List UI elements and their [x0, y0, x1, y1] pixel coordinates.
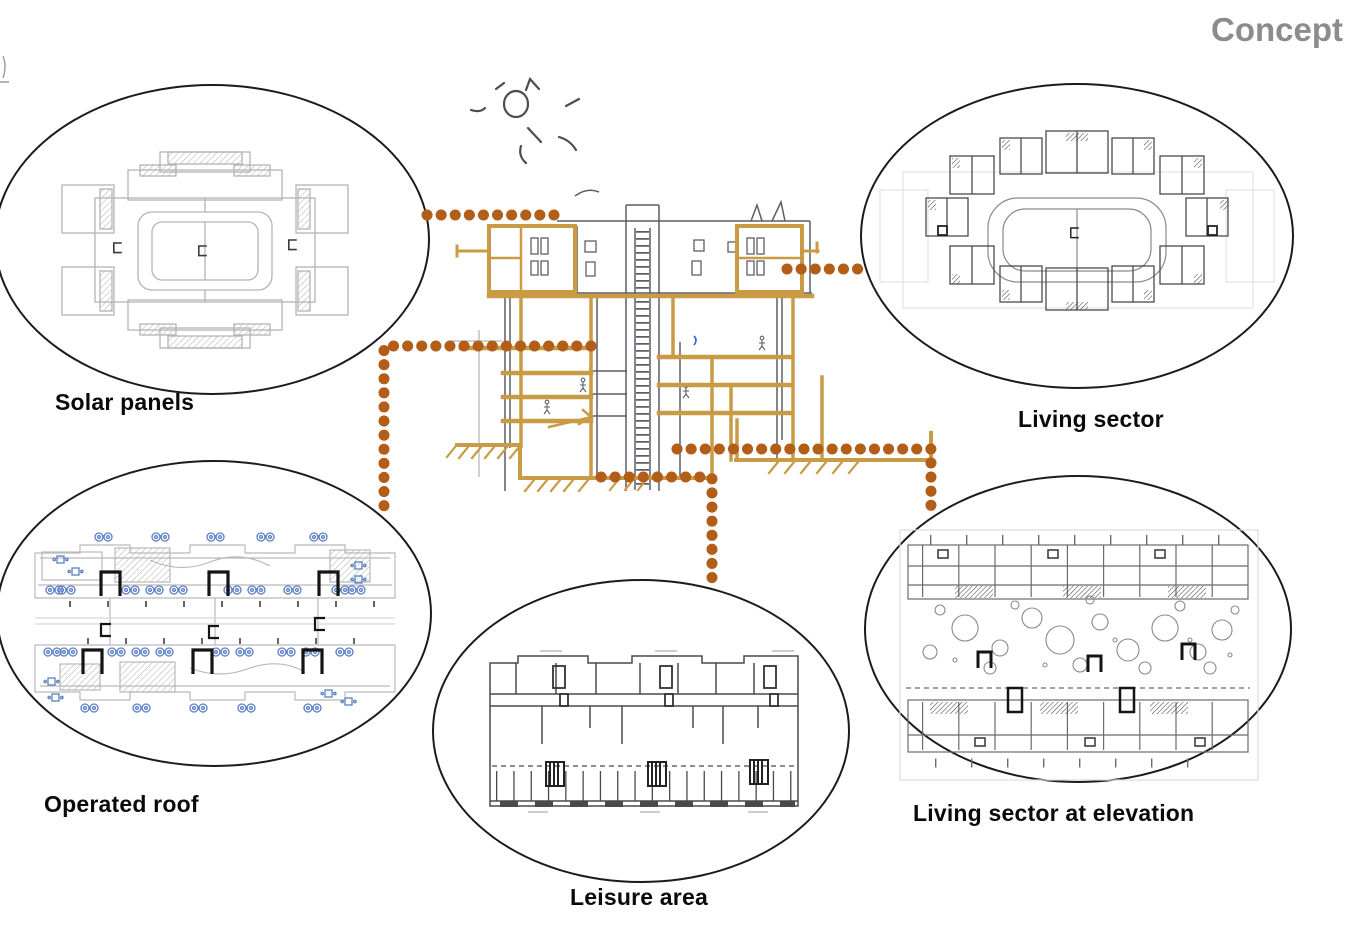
- blue-pen-mark: [693, 335, 697, 346]
- label-operated-roof: Operated roof: [44, 791, 199, 817]
- solar-panels-plan: [61, 151, 349, 349]
- bubble-leisure-area-ellipse: [432, 579, 850, 883]
- living-sector-elevation-plan: [899, 529, 1259, 781]
- operated-roof-plan: [34, 532, 396, 713]
- page-title: Concept: [1211, 11, 1343, 48]
- connector-leisure-area: [595, 471, 718, 588]
- living-sector-plan: [879, 130, 1275, 311]
- connector-operated-roof: [378, 340, 597, 524]
- courtyard-trees: [922, 595, 1240, 675]
- label-living-sector: Living sector: [1018, 406, 1164, 432]
- connector-living-sector-elevation: [671, 443, 937, 522]
- bubble-solar-panels-ellipse: [0, 84, 430, 395]
- leisure-area-plan: [489, 650, 799, 813]
- label-leisure-area: Leisure area: [570, 884, 708, 910]
- page-edge-artifact: [0, 55, 9, 83]
- label-living-sector-elevation: Living sector at elevation: [913, 800, 1195, 826]
- label-solar-panels: Solar panels: [55, 389, 195, 415]
- bubble-living-sector-elevation-ellipse: [864, 475, 1292, 783]
- sun-icon: [469, 76, 581, 165]
- building-section-sketch: [445, 189, 933, 493]
- bubble-living-sector-ellipse: [860, 83, 1294, 389]
- bubble-operated-roof-ellipse: [0, 460, 432, 767]
- connector-dotted-lines: [378, 209, 937, 588]
